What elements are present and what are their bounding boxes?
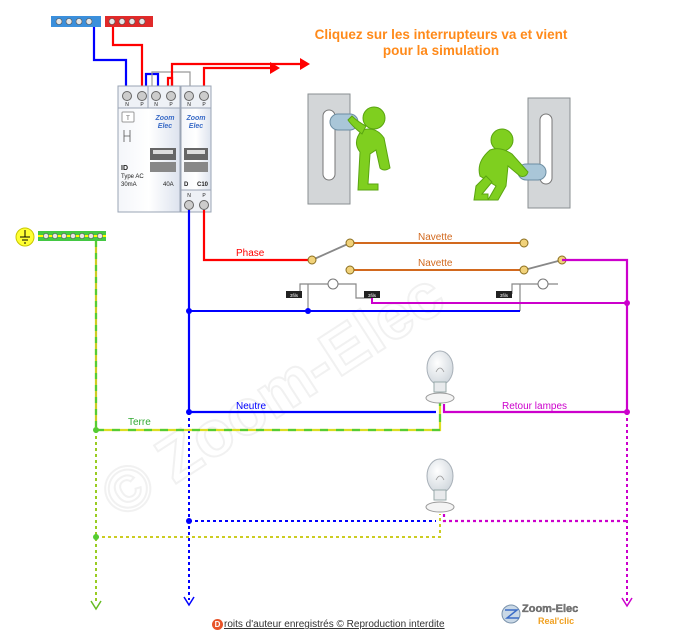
copyright-initial: D bbox=[212, 619, 223, 630]
instruction-line-1: Cliquez sur les interrupteurs va et vien… bbox=[314, 27, 568, 42]
zoom-elec-logo: Zoom-Elec Real'clic bbox=[501, 603, 578, 626]
c10-rating: C10 bbox=[197, 182, 209, 188]
phase-out-arrow bbox=[300, 58, 310, 70]
phase-busbar bbox=[105, 16, 153, 27]
switch-1-tag-b: 3fils bbox=[368, 293, 377, 298]
neutre-label: Neutre bbox=[236, 401, 266, 412]
phase-out-arrow-2 bbox=[270, 62, 280, 74]
id-sensitivity: 30mA bbox=[121, 182, 137, 188]
id-label: ID bbox=[121, 165, 128, 172]
neutral-arrow bbox=[183, 596, 195, 607]
neutral-busbar bbox=[51, 16, 101, 27]
c10-bottom-p: P bbox=[202, 193, 206, 199]
bridge-n: N bbox=[154, 102, 158, 108]
phase-out-wire bbox=[170, 62, 300, 86]
switch-illustration-left[interactable] bbox=[307, 93, 391, 205]
retour-label: Retour lampes bbox=[502, 401, 567, 412]
green-figure-right-icon bbox=[473, 128, 529, 201]
c10-brand-2: Elec bbox=[189, 123, 204, 130]
bridge-p: P bbox=[169, 102, 173, 108]
earth-wire-lamp1-green bbox=[96, 402, 442, 432]
switch-2-tag: 3fils bbox=[500, 293, 509, 298]
copyright-text: roits d'auteur enregistrés © Reproductio… bbox=[224, 619, 445, 630]
switch-1-indicator: 3fils 3fils bbox=[286, 278, 380, 311]
switch-1-tag: 3fils bbox=[290, 293, 299, 298]
simulation-instruction: Cliquez sur les interrupteurs va et vien… bbox=[296, 27, 586, 59]
phase-feed-wire bbox=[111, 27, 144, 86]
navette-top-label: Navette bbox=[418, 232, 453, 243]
earth-lamp2-wire bbox=[96, 514, 441, 538]
instruction-line-2: pour la simulation bbox=[382, 43, 500, 58]
c10-breaker: N P Zoom Elec D C10 N P bbox=[180, 85, 212, 213]
logo-line2: Real'clic bbox=[538, 616, 574, 626]
retour-wire-lamp2 bbox=[442, 514, 627, 523]
lamp-2 bbox=[425, 458, 455, 513]
earth-symbol-icon bbox=[15, 227, 35, 247]
id-type: Type AC bbox=[121, 174, 144, 180]
terre-label: Terre bbox=[128, 417, 151, 428]
phase-out-wire-2 bbox=[202, 66, 270, 86]
phase-wire bbox=[202, 210, 312, 262]
c10-bottom-n: N bbox=[187, 193, 191, 199]
logo-line1: Zoom-Elec bbox=[522, 603, 578, 615]
id-rating: 40A bbox=[163, 182, 174, 188]
id-top-p: P bbox=[140, 102, 144, 108]
watermark: © Zoom-Elec bbox=[88, 258, 456, 532]
switch-illustration-right[interactable] bbox=[473, 97, 571, 209]
lamp-1 bbox=[425, 350, 455, 404]
id-brand-2: Elec bbox=[158, 123, 173, 130]
navette-bottom-label: Navette bbox=[418, 258, 453, 269]
id-brand-1: Zoom bbox=[154, 115, 174, 122]
earth-busbar bbox=[38, 231, 106, 241]
neutral-feed-wire bbox=[92, 27, 128, 86]
two-way-switch-1[interactable] bbox=[307, 238, 355, 275]
phase-label: Phase bbox=[236, 248, 265, 259]
c10-top-n: N bbox=[187, 102, 191, 108]
two-way-switch-2[interactable] bbox=[519, 238, 567, 275]
test-badge: T bbox=[126, 116, 130, 122]
bridge-breaker-block: N P bbox=[147, 85, 181, 109]
retour-wire-lamp1 bbox=[442, 404, 627, 414]
retour-wire-top bbox=[562, 258, 629, 412]
earth-arrow bbox=[90, 600, 102, 611]
green-figure-left-icon bbox=[347, 106, 391, 191]
id-top-n: N bbox=[125, 102, 129, 108]
retour-indicator-wire bbox=[371, 298, 627, 304]
c10-brand-1: Zoom bbox=[185, 115, 205, 122]
c10-curve: D bbox=[184, 182, 189, 188]
switch-2-indicator: 3fils bbox=[496, 278, 558, 311]
retour-arrow bbox=[621, 597, 633, 608]
c10-top-p: P bbox=[202, 102, 206, 108]
